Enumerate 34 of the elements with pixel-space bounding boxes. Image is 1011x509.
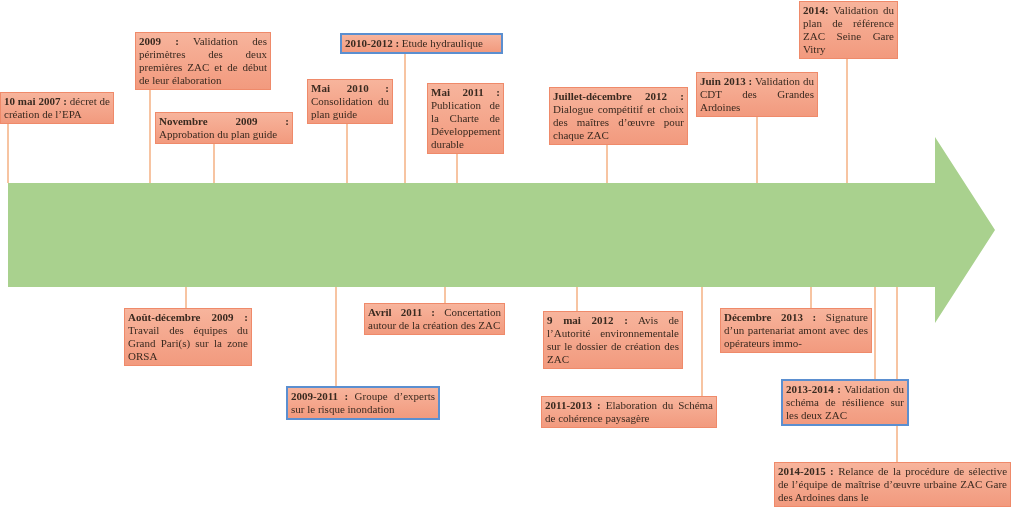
leader-line	[606, 144, 608, 184]
event-text: Décembre 2013 : Signature d’un partenariat amont avec des opérateurs immo-	[724, 311, 868, 350]
event-text: 2010-2012 : Etude hydraulique	[345, 37, 484, 50]
event-box	[340, 33, 503, 54]
leader-line	[756, 116, 758, 184]
leader-line	[456, 153, 458, 184]
leader-line	[346, 123, 348, 184]
event-text: 2009 : Validation des périmètres des deux premières ZAC et de début de leur élaboration	[139, 35, 267, 87]
leader-line	[810, 286, 812, 309]
event-text: 2011-2013 : Elaboration du Schéma de cohérence paysagère	[545, 399, 713, 425]
event-text: 9 mai 2012 : Avis de l’Autorité environnementale sur le dossier de création des ZAC	[547, 314, 679, 366]
leader-line	[701, 286, 703, 397]
leader-line	[846, 58, 848, 184]
leader-line	[874, 286, 876, 380]
leader-line	[444, 286, 446, 304]
leader-line	[7, 123, 9, 184]
event-text: 2014-2015 : Relance de la procédure de sélective de l’équipe de maîtrise d’œuvre urbaine ZAC Gare des Ardoines dans le	[778, 465, 1007, 504]
event-text: Mai 2010 : Consolidation du plan guide	[311, 82, 389, 121]
event-text: Novembre 2009 : Approbation du plan guide	[159, 115, 289, 141]
event-text: 2009-2011 : Groupe d’experts sur le risque inondation	[291, 390, 435, 416]
event-text: Août-décembre 2009 : Travail des équipes du Grand Pari(s) sur la zone ORSA	[128, 311, 248, 363]
leader-line	[149, 89, 151, 184]
leader-line	[576, 286, 578, 312]
leader-line	[404, 53, 406, 184]
leader-line	[213, 143, 215, 184]
event-text: 2013-2014 : Validation du schéma de résilience sur les deux ZAC	[786, 383, 904, 422]
event-text: Mai 2011 : Publication de la Charte de Développement durable	[431, 86, 500, 151]
leader-line	[185, 286, 187, 309]
event-text: Avril 2011 : Concertation autour de la création des ZAC	[368, 306, 501, 332]
leader-line	[335, 286, 337, 387]
event-text: 10 mai 2007 : décret de création de l’EPA	[4, 95, 110, 121]
event-text: Juin 2013 : Validation du CDT des Grandes Ardoines	[700, 75, 814, 114]
event-text: Juillet-décembre 2012 : Dialogue compétitif et choix des maîtres d’œuvre pour chaque ZAC	[553, 90, 684, 142]
event-text: 2014: Validation du plan de référence ZAC Seine Gare Vitry	[803, 4, 894, 56]
